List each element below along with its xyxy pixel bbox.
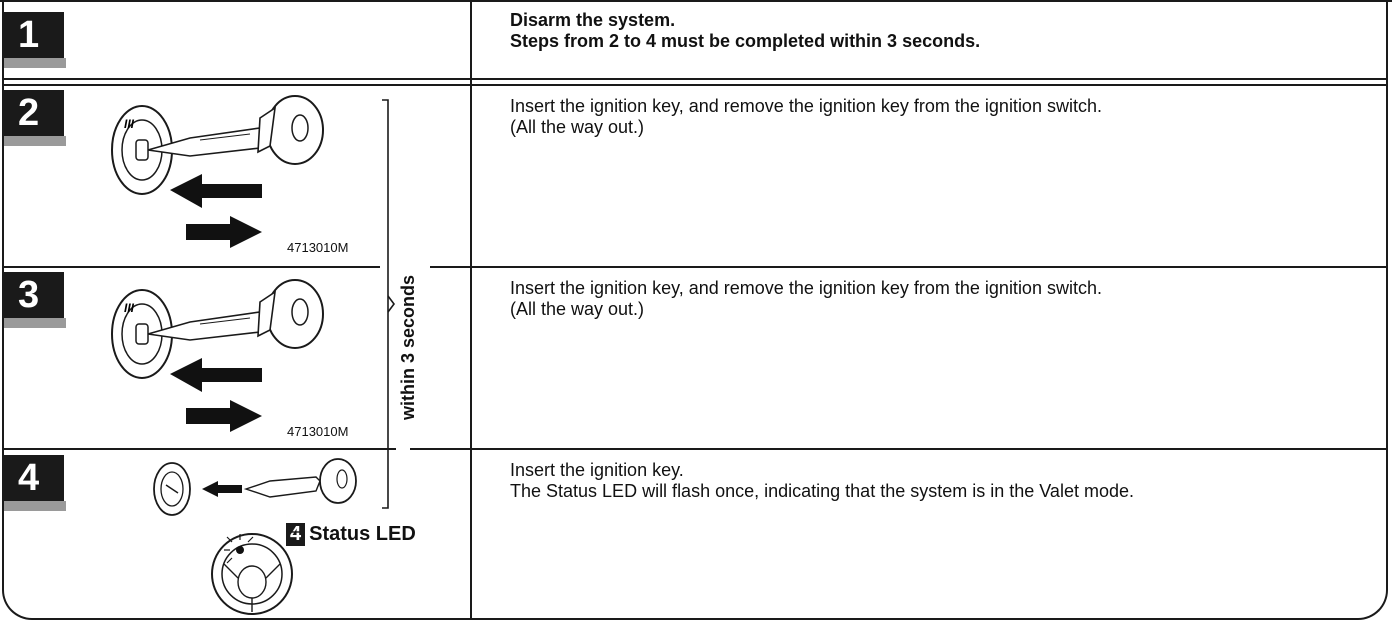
top-border [0, 0, 1392, 2]
step-2-line-1: Insert the ignition key, and remove the … [510, 96, 1102, 116]
step-3-line-1: Insert the ignition key, and remove the … [510, 278, 1102, 298]
step-4-line-2: The Status LED will flash once, indicati… [510, 481, 1134, 501]
ignition-key-figure-step-4 [153, 458, 357, 516]
step-4-instruction: Insert the ignition key. The Status LED … [510, 460, 1134, 502]
ignition-key-figure-step-3: III [111, 279, 324, 432]
bracket-within-3-seconds [382, 99, 395, 509]
ignition-key-figure-step-2: III [111, 95, 324, 248]
step-number-2: 2 [4, 90, 64, 136]
step-shade-1 [4, 58, 66, 68]
row-divider-2-right [430, 266, 1388, 268]
step-number-3: 3 [4, 272, 64, 318]
status-led-number: 4 [286, 523, 306, 546]
figure-code-step-2: 4713010M [287, 240, 349, 255]
step-1-line-2: Steps from 2 to 4 must be completed with… [510, 31, 981, 51]
step-shade-3 [4, 318, 66, 328]
step-3-instruction: Insert the ignition key, and remove the … [510, 278, 1102, 320]
steering-wheel-led-figure [211, 531, 300, 615]
step-1-instruction: Disarm the system. Steps from 2 to 4 mus… [510, 10, 980, 52]
row-divider-2-left [4, 266, 380, 268]
step-1-line-1: Disarm the system. [510, 10, 676, 30]
step-4-line-1: Insert the ignition key. [510, 460, 684, 480]
svg-text:III: III [124, 301, 135, 315]
step-number-4: 4 [4, 455, 64, 501]
row-divider-1 [4, 78, 1388, 80]
step-3-line-2: (All the way out.) [510, 299, 645, 319]
step-2-instruction: Insert the ignition key, and remove the … [510, 96, 1102, 138]
step-shade-4 [4, 501, 66, 511]
column-divider [470, 0, 472, 620]
status-led-label: Status LED [309, 523, 416, 545]
bracket-label: within 3 seconds [398, 274, 418, 420]
svg-text:III: III [124, 117, 135, 131]
figure-code-step-3: 4713010M [287, 424, 349, 439]
step-number-1: 1 [4, 12, 64, 58]
row-divider-1b [4, 84, 1388, 86]
step-shade-2 [4, 136, 66, 146]
step-2-line-2: (All the way out.) [510, 117, 645, 137]
row-divider-3-left [4, 448, 396, 450]
row-divider-3-right [410, 448, 1388, 450]
